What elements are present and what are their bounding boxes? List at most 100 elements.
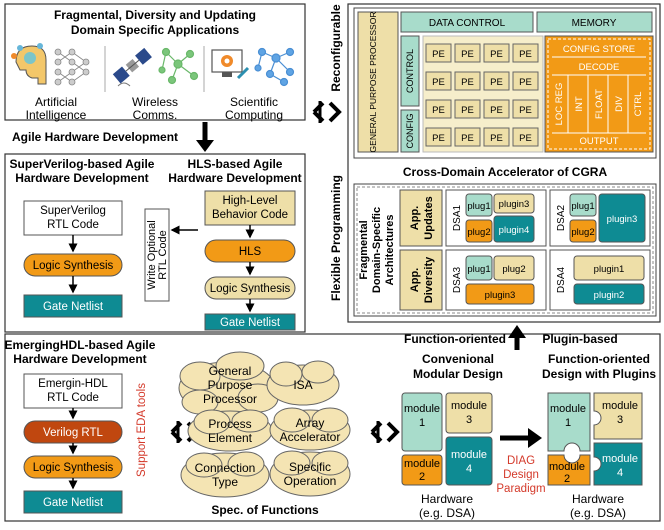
dsa3-label: DSA3	[452, 267, 463, 294]
modular-hw-line1: Hardware	[421, 492, 473, 506]
apps-title-line2: Domain Specific Applications	[71, 23, 240, 37]
dsa2-plugin3: plugin3	[607, 214, 638, 225]
updates-line2: Updates	[423, 196, 435, 239]
mod2-word: module	[404, 458, 440, 470]
cloud-connection	[180, 451, 270, 498]
pmod1-num: 1	[565, 417, 571, 429]
cloud-gpp-line1: General	[209, 364, 252, 378]
cloud-conn-line2: Type	[212, 475, 238, 489]
cgra-title: Cross-Domain Accelerator of CGRA	[403, 165, 608, 179]
pe-cell	[512, 127, 539, 147]
pe-cell-label: PE	[490, 49, 503, 60]
ai-label-line2: Intelligence	[26, 108, 87, 122]
pe-cell-label: PE	[519, 133, 532, 144]
pmod3-num: 3	[617, 414, 623, 426]
pmod4-num: 4	[617, 467, 623, 479]
verilog-rtl-label: Verilog RTL	[43, 427, 103, 439]
dsa3-plug2: plug2	[502, 264, 525, 275]
conventional-modular-design: Convenional Modular Design module 1 modu…	[401, 352, 503, 520]
cloud-pe-line2: Element	[208, 431, 253, 445]
dsa1-plugin4: plugin4	[499, 225, 530, 236]
hls-code-line2: Behavior Code	[212, 209, 288, 221]
pe-cell-label: PE	[461, 133, 474, 144]
diversity-line1: App.	[409, 268, 421, 292]
data-control-label: DATA CONTROL	[429, 18, 506, 29]
diag-line1: DIAG	[507, 455, 535, 467]
mod1-num: 1	[419, 417, 425, 429]
updates-line1: App.	[409, 206, 421, 230]
pe-cell-label: PE	[490, 77, 503, 88]
pe-cell-label: PE	[490, 105, 503, 116]
plugins-hw-line1: Hardware	[572, 492, 624, 506]
agile-hw-label: Agile Hardware Development	[12, 130, 178, 144]
pe-cell	[454, 71, 481, 91]
pe-cell-label: PE	[461, 49, 474, 60]
emerging-synth-label: Logic Synthesis	[33, 462, 114, 474]
pe-cell	[512, 99, 539, 119]
sv-title-line2: Hardware Development	[15, 171, 148, 185]
hls-netlist-label: Gate Netlist	[220, 317, 281, 329]
config-label: CONFIG	[405, 114, 415, 149]
fdsa-side-line3: Architectures	[384, 215, 396, 286]
ai-head-icon	[11, 43, 47, 85]
sv-netlist-label: Gate Netlist	[43, 301, 104, 313]
cloud-specific-line2: Operation	[284, 474, 337, 488]
spec-functions-label: Spec. of Functions	[211, 503, 319, 517]
cloud-conn-line1: Connection	[195, 461, 256, 475]
cgra-block: GENERAL PURPOSE PROCESSOR DATA CONTROL M…	[353, 7, 657, 159]
neural-network-icon	[54, 48, 90, 86]
diag-line3: Paradigm	[496, 483, 545, 495]
dsa1-plugin3: plugin3	[499, 199, 530, 210]
diag-arrow	[500, 428, 542, 448]
pmod2-word: module	[549, 461, 585, 473]
pe-cell-label: PE	[519, 77, 532, 88]
diversity-line2: Diversity	[423, 256, 435, 303]
pe-cell	[512, 43, 539, 63]
cloud-gpp-line2: Purpose	[208, 378, 253, 392]
pe-cell	[483, 43, 510, 63]
reconfigurable-label: Reconfigurable	[329, 4, 343, 92]
hls-title-line1: HLS-based Agile	[188, 157, 283, 171]
cloud-pe	[187, 409, 273, 452]
dsa4-plugin2: plugin2	[594, 290, 625, 301]
plugins-title-line2: Design with Plugins	[542, 367, 656, 381]
agile-hw-arrow	[196, 122, 214, 152]
hls-title-line2: Hardware Development	[168, 171, 301, 185]
satellite-icon	[112, 47, 152, 87]
mod4-word: module	[451, 449, 487, 461]
cloud-isa	[266, 360, 340, 406]
dsa1-plug2: plug2	[467, 227, 490, 238]
mod2-num: 2	[419, 471, 425, 483]
cloud-isa-label: ISA	[293, 378, 312, 392]
decode-label: DECODE	[579, 62, 620, 73]
output-label: OUTPUT	[579, 136, 618, 147]
pe-cell-label: PE	[432, 133, 445, 144]
plugins-hw-line2: (e.g. DSA)	[570, 506, 626, 520]
mod4-num: 4	[466, 463, 472, 475]
pmod1-word: module	[550, 403, 586, 415]
wc-label-line1: Wireless	[132, 95, 178, 109]
pe-cell	[425, 99, 452, 119]
plugin-based-label: Plugin-based	[542, 332, 617, 346]
write-optional-line1: Write Optional	[146, 220, 158, 290]
cloud-array-line2: Accelerator	[280, 430, 341, 444]
pe-cell	[454, 127, 481, 147]
hls-step-label: HLS	[239, 246, 262, 258]
up-arrow	[508, 325, 526, 350]
emerging-code-line2: RTL Code	[47, 392, 99, 404]
dsa2-label: DSA2	[556, 205, 567, 232]
function-oriented-label: Function-oriented	[404, 332, 506, 346]
dsa2-plug2: plug2	[571, 227, 594, 238]
control-label: CONTROL	[405, 49, 415, 93]
plugin-design: Function-oriented Design with Plugins mo…	[542, 352, 656, 520]
pe-cell-label: PE	[519, 105, 532, 116]
pmod4-word: module	[602, 453, 638, 465]
emerging-title-line2: Hardware Development	[13, 352, 146, 366]
applications-panel: Fragmental, Diversity and Updating Domai…	[4, 3, 306, 122]
cloud-pe-line1: Process	[208, 417, 251, 431]
sv-synth-label: Logic Synthesis	[33, 260, 114, 272]
loc-reg-label: LOC REG	[554, 83, 565, 126]
sc-label-line1: Scientific	[230, 95, 278, 109]
div-label: DIV	[614, 95, 625, 112]
